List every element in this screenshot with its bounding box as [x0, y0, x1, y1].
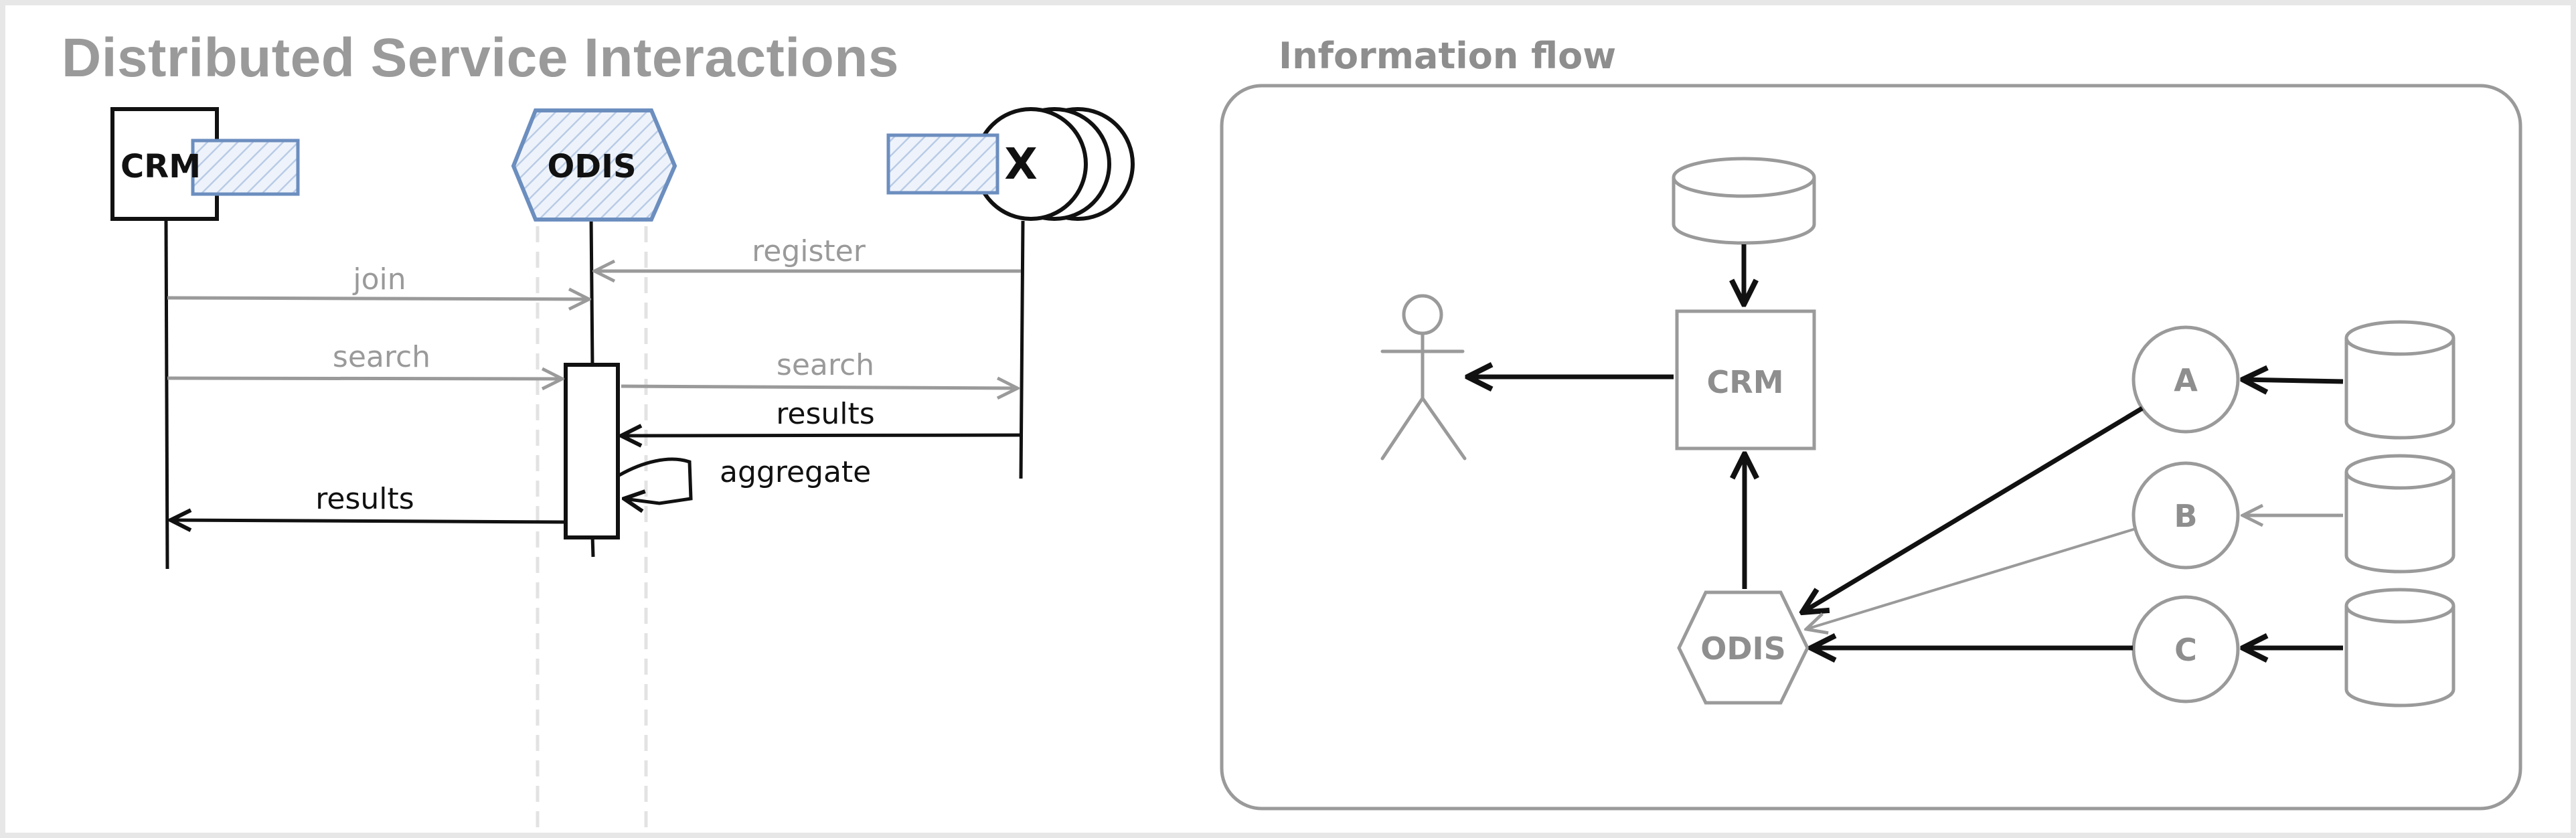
crm-database-icon[interactable] [1672, 157, 1816, 245]
information-flow-title: Information flow [1279, 35, 1617, 77]
crm-participant-label: CRM [120, 148, 201, 185]
message-register-label: register [752, 234, 866, 268]
source-b-database-icon[interactable] [2344, 454, 2456, 574]
message-join-label: join [352, 262, 406, 297]
source-c-database-icon[interactable] [2344, 588, 2456, 707]
flow-a-to-odis [1802, 406, 2144, 612]
flow-odis-node[interactable]: ODIS [1677, 590, 1809, 705]
message-join [167, 298, 589, 299]
crm-participant[interactable]: CRM [110, 107, 300, 221]
external-port-tab [886, 133, 999, 195]
message-search-2-label: search [777, 348, 874, 382]
flow-b-to-odis [1806, 527, 2136, 629]
flow-node-b-label: B [2174, 498, 2197, 534]
odis-activation-box [564, 363, 620, 539]
information-flow-frame [1220, 84, 2522, 811]
user-actor-icon [1380, 294, 1467, 460]
crm-port-tab [191, 139, 300, 196]
message-search-1 [167, 378, 562, 379]
message-results-1-label: results [776, 397, 874, 431]
message-search-2 [621, 386, 1018, 388]
odis-participant-label: ODIS [547, 148, 636, 185]
flow-crm-node[interactable]: CRM [1675, 309, 1816, 450]
external-lifeline [1019, 220, 1025, 479]
odis-lifeline [589, 215, 594, 369]
message-aggregate [618, 457, 693, 503]
flow-node-c[interactable]: C [2131, 595, 2240, 703]
flow-node-a[interactable]: A [2131, 325, 2240, 434]
close-icon: X [1004, 140, 1037, 189]
flow-node-b[interactable]: B [2131, 461, 2240, 570]
page-title: Distributed Service Interactions [62, 27, 899, 88]
flow-crm-label: CRM [1707, 364, 1784, 400]
external-participant[interactable]: X [886, 107, 1135, 221]
flow-odis-label: ODIS [1700, 631, 1786, 667]
flow-db-to-a [2243, 380, 2344, 382]
odis-participant[interactable]: ODIS [511, 108, 677, 222]
message-aggregate-label: aggregate [720, 455, 871, 489]
flow-node-c-label: C [2174, 632, 2197, 668]
message-results-2-label: results [315, 482, 414, 516]
message-search-1-label: search [333, 340, 430, 374]
message-results-1 [621, 435, 1022, 436]
message-results-2 [171, 520, 566, 522]
flow-node-a-label: A [2174, 362, 2198, 398]
source-a-database-icon[interactable] [2344, 320, 2456, 440]
crm-lifeline [164, 220, 169, 570]
